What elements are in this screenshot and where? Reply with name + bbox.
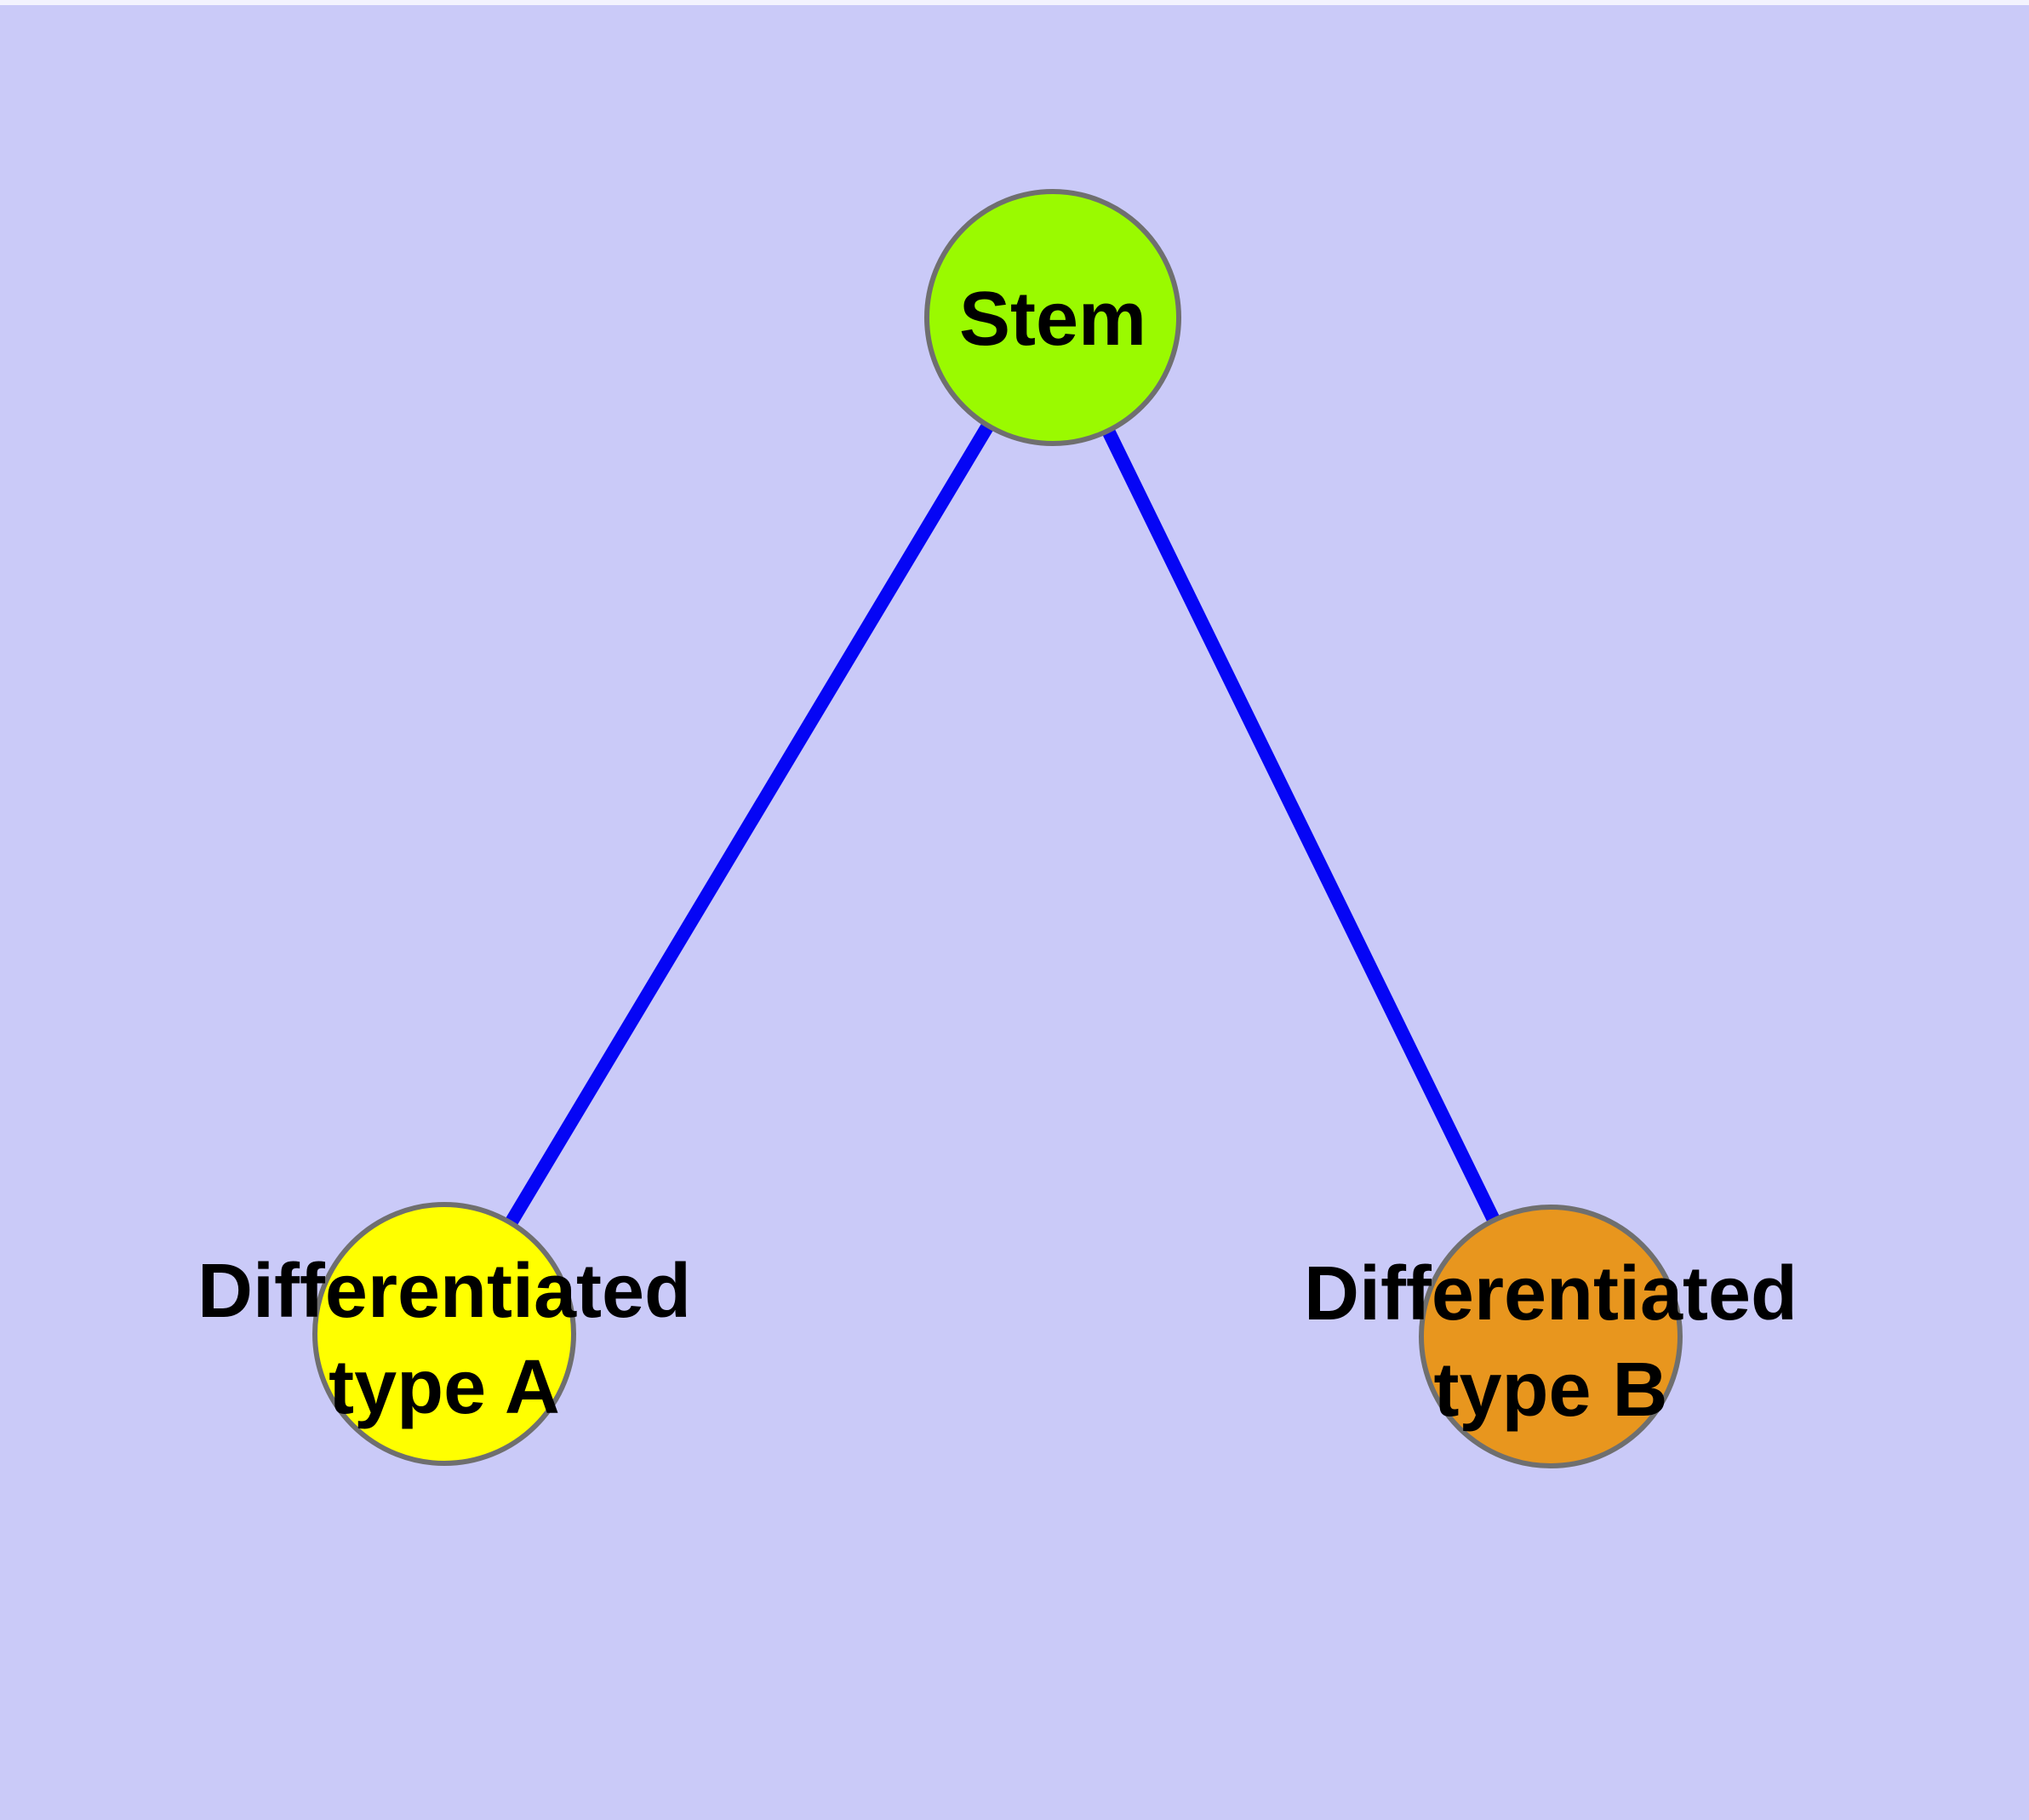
nodes-layer [312,189,1683,1468]
node-label-line: type A [329,1345,560,1430]
node-label-line: type B [1433,1348,1667,1433]
node-label-diff-b: Differentiated type B [1304,1251,1798,1433]
graph-edge-stem-diff-b [1046,314,1557,1340]
node-label-diff-a: Differentiated type A [197,1249,691,1430]
node-circle-diff-a [312,1202,576,1466]
node-circle-stem [924,189,1181,446]
edges-layer [438,313,1557,1340]
node-circle-diff-b [1419,1205,1683,1468]
node-label-stem: Stem [959,277,1146,362]
node-label-line: Differentiated [1304,1251,1798,1336]
top-strip [0,0,2029,5]
node-label-line: Stem [959,277,1146,362]
graph-edge-stem-diff-a [438,313,1059,1338]
node-label-line: Differentiated [197,1249,691,1334]
